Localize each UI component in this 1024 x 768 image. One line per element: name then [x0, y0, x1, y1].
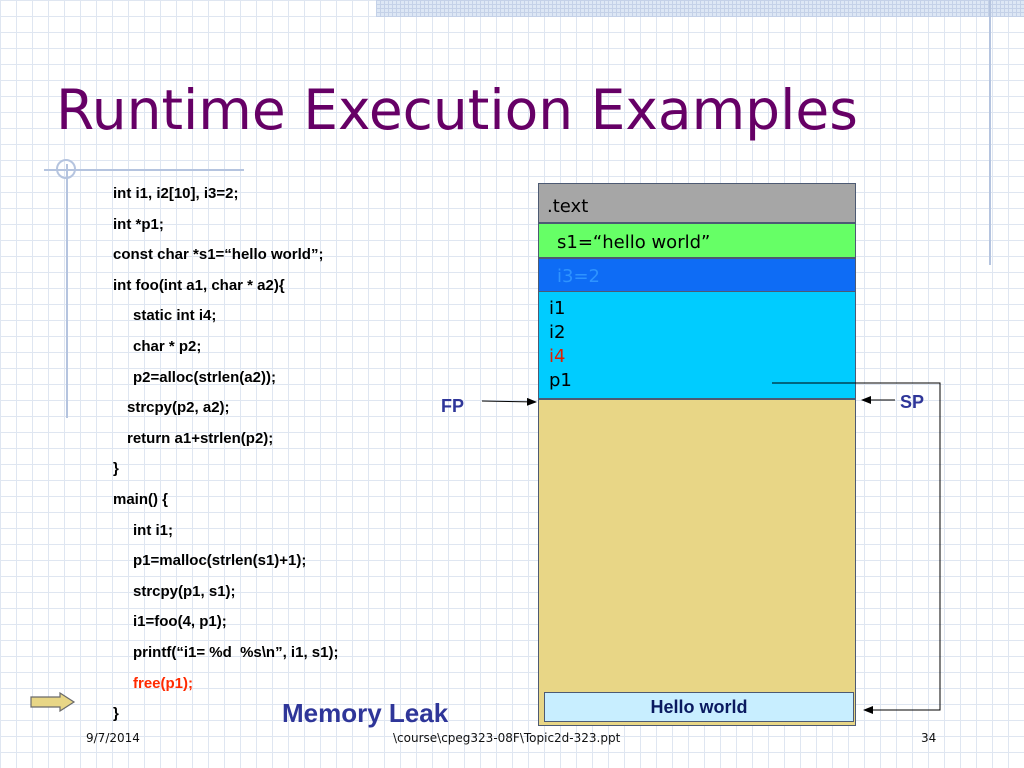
string-literal-segment: s1=“hello world”	[538, 223, 856, 258]
decorative-vertical-line-left	[66, 164, 68, 418]
code-line: p1=malloc(strlen(s1)+1);	[133, 552, 307, 570]
heap-segment: Hello world	[538, 399, 856, 726]
p1-pointer-arrow	[772, 382, 941, 714]
sp-label: SP	[900, 392, 925, 412]
string-literal-label: s1=“hello world”	[557, 232, 711, 253]
footer-date: 9/7/2014	[86, 731, 140, 745]
fp-arrow	[481, 397, 537, 406]
decorative-vertical-line-right	[989, 0, 991, 265]
code-line: main() {	[113, 490, 169, 508]
decorative-ring-icon	[56, 159, 76, 179]
code-line: strcpy(p1, s1);	[133, 582, 236, 600]
bss-variable-i1: i1	[549, 298, 566, 319]
fp-label: FP	[441, 396, 465, 416]
memory-layout-diagram: .text s1=“hello world” i3=2 i1 i2 i4 p1 Hel…	[538, 183, 858, 726]
current-line-arrow-icon	[30, 692, 76, 712]
code-line: printf(“i1= %d %s\n”, i1, s1);	[133, 643, 339, 661]
code-line: }	[113, 460, 119, 478]
text-segment-label: .text	[547, 196, 589, 217]
bss-variable-p1: p1	[549, 370, 572, 391]
code-line: int i1, i2[10], i3=2;	[113, 185, 239, 202]
slide-title: Runtime Execution Examples	[56, 78, 858, 142]
code-line: char * p2;	[133, 337, 202, 355]
memory-leak-label: Memory Leak	[282, 698, 449, 728]
code-line: strcpy(p2, a2);	[127, 399, 230, 417]
code-line: p2=alloc(strlen(a2));	[133, 368, 276, 386]
top-decorative-band	[376, 0, 1024, 17]
decorative-horizontal-line	[44, 169, 244, 171]
data-segment: i3=2	[538, 258, 856, 293]
heap-block-hello-world: Hello world	[544, 692, 854, 722]
code-line: free(p1);	[133, 674, 194, 692]
text-segment: .text	[538, 183, 856, 223]
code-line: int foo(int a1, char * a2){	[113, 276, 285, 294]
data-segment-label: i3=2	[557, 266, 600, 287]
footer-file-path: \course\cpeg323-08F\Topic2d-323.ppt	[393, 731, 621, 745]
code-line: i1=foo(4, p1);	[133, 613, 227, 631]
code-line: int i1;	[133, 521, 173, 539]
code-line: static int i4;	[133, 307, 217, 325]
code-listing: int i1, i2[10], i3=2; int *p1; const char …	[113, 184, 338, 735]
code-line: return a1+strlen(p2);	[127, 429, 274, 447]
code-line: int *p1;	[113, 215, 164, 233]
bss-variable-i4: i4	[549, 346, 566, 367]
code-line: const char *s1=“hello world”;	[113, 246, 324, 264]
bss-segment: i1 i2 i4 p1	[538, 291, 856, 399]
code-line: }	[113, 705, 119, 723]
footer-page-number: 34	[921, 731, 937, 745]
bss-variable-i2: i2	[549, 322, 566, 343]
